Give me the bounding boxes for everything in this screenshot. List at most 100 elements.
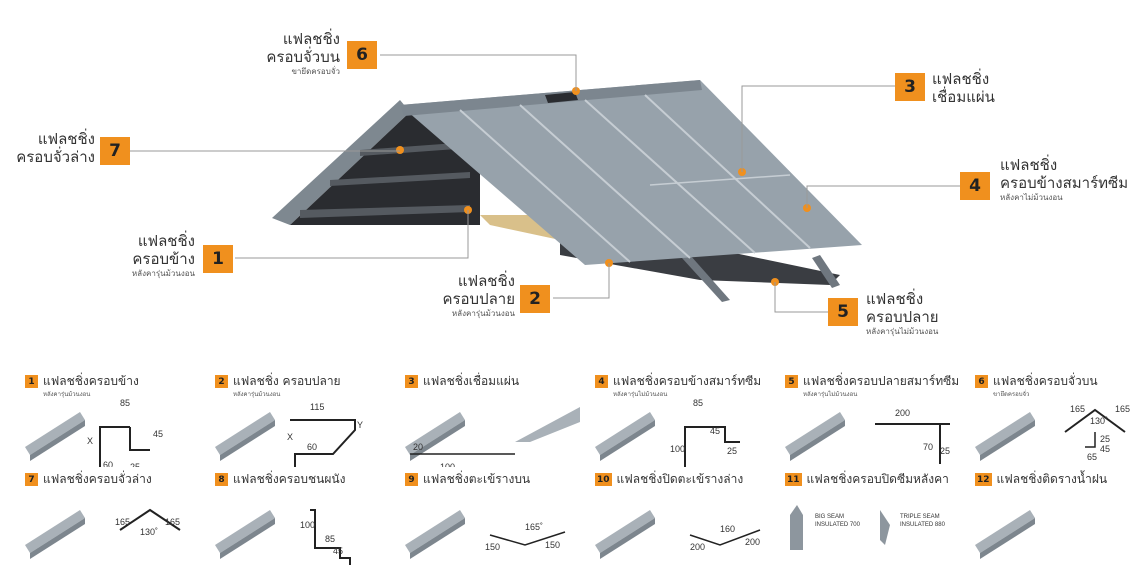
item-number-badge: 10 — [595, 473, 612, 486]
callout-5-text: แฟลชชิ่งครอบปลายหลังคารุ่นไม่ม้วนงอน — [866, 290, 939, 337]
dimension-label: X — [287, 432, 293, 442]
item-number-badge: 12 — [975, 473, 992, 486]
callout-sub: หลังคาไม่ม้วนงอน — [1000, 193, 1063, 202]
catalog-item-5: 5 แฟลชชิ่งครอบปลายสมาร์ทซีมหลังคารุ่นไม่ม… — [785, 372, 975, 467]
item-title: แฟลชชิ่งติดรางน้ำฝน — [996, 472, 1108, 486]
item-heading: 8 แฟลชชิ่งครอบชนผนัง — [215, 470, 405, 489]
dimension-label: 85 — [325, 534, 335, 544]
item-title: แฟลชชิ่งครอบจั่วบน — [993, 374, 1098, 388]
item-subtitle: หลังคารุ่นม้วนงอน — [43, 391, 91, 398]
callout-sub: ขายึดครอบจั่ว — [291, 67, 340, 76]
dimension-label: Y — [357, 420, 363, 430]
catalog-item-12: 12 แฟลชชิ่งติดรางน้ำฝน — [975, 470, 1136, 565]
callout-2-text: แฟลชชิ่งครอบปลายหลังคารุ่นม้วนงอน — [380, 272, 515, 319]
item-number-badge: 4 — [595, 375, 608, 388]
dimension-label: 100 — [670, 444, 685, 454]
callout-4-text: แฟลชชิ่งครอบข้างสมาร์ทซีมหลังคาไม่ม้วนงอ… — [1000, 156, 1128, 203]
item-number-badge: 6 — [975, 375, 988, 388]
item-subtitle: หลังคารุ่นไม่ม้วนงอน — [613, 391, 668, 398]
item-subtitle: หลังคารุ่นไม่ม้วนงอน — [803, 391, 858, 398]
callout-leaders — [130, 54, 960, 313]
callout-line: แฟลชชิ่ง — [932, 70, 990, 88]
item-title: แฟลชชิ่งครอบจั่วล่าง — [43, 472, 152, 486]
dimension-label: 165 — [165, 517, 180, 527]
callout-line: ครอบข้าง — [132, 250, 195, 268]
dimension-label: BIG SEAM — [815, 514, 844, 520]
callout-line: แฟลชชิ่ง — [1000, 156, 1058, 174]
item-profile-drawing: 100854525 — [215, 509, 351, 565]
callout-line: ครอบปลาย — [866, 308, 939, 326]
callout-3-badge: 3 — [895, 73, 925, 101]
callout-line: แฟลชชิ่ง — [37, 130, 95, 148]
dimension-label: 85 — [120, 398, 130, 408]
callout-line: ครอบข้างสมาร์ทซีม — [1000, 174, 1129, 192]
item-heading: 10 แฟลชชิ่งปิดตะเข้รางล่าง — [595, 470, 785, 489]
dimension-label: 25 — [727, 446, 737, 456]
dimension-label: 165 — [1070, 404, 1085, 414]
callout-7-text: แฟลชชิ่งครอบจั่วล่าง — [0, 130, 95, 166]
callout-line: แฟลชชิ่ง — [457, 272, 515, 290]
item-number-badge: 7 — [25, 473, 38, 486]
item-number-badge: 1 — [25, 375, 38, 388]
callout-3-text: แฟลชชิ่งเชื่อมแผ่น — [932, 70, 995, 106]
item-number-badge: 8 — [215, 473, 228, 486]
callout-sub: หลังคารุ่นไม่ม้วนงอน — [866, 327, 939, 336]
callout-6-badge: 6 — [347, 41, 377, 69]
callout-line: แฟลชชิ่ง — [866, 290, 924, 308]
dimension-label: 130˚ — [1090, 416, 1108, 426]
callout-line: ครอบจั่วบน — [266, 48, 340, 66]
callout-line: ครอบจั่วล่าง — [16, 148, 95, 166]
item-profile-drawing: 200 70 25 — [785, 408, 950, 464]
item-profile-drawing: 85 45 25 100 — [595, 398, 740, 467]
dimension-label: 200 — [745, 537, 760, 547]
item-title: แฟลชชิ่งครอบชนผนัง — [233, 472, 346, 486]
dimension-label: 25 — [1100, 434, 1110, 444]
item-title: แฟลชชิ่งครอบปิดซีมหลังคา — [806, 472, 949, 486]
dimension-label: 165 — [1115, 404, 1130, 414]
dimension-label: 70 — [923, 442, 933, 452]
dimension-label: 45 — [710, 426, 720, 436]
dimension-label: INSULATED 880 — [900, 522, 946, 528]
item-heading: 5 แฟลชชิ่งครอบปลายสมาร์ทซีม — [785, 372, 975, 391]
item-number-badge: 5 — [785, 375, 798, 388]
dimension-label: 25 — [130, 462, 140, 467]
item-title: แฟลชชิ่งปิดตะเข้รางล่าง — [616, 472, 744, 486]
dimension-label: 60 — [307, 442, 317, 452]
item-title: แฟลชชิ่งครอบปลายสมาร์ทซีม — [803, 374, 960, 388]
roof-gable-left — [272, 100, 480, 225]
callout-line: แฟลชชิ่ง — [137, 232, 195, 250]
dimension-label: 60 — [103, 460, 113, 467]
dimension-label: 165˚ — [525, 522, 543, 532]
roof-illustration — [130, 54, 960, 313]
dimension-label: 85 — [693, 398, 703, 408]
catalog-item-8: 8 แฟลชชิ่งครอบชนผนัง 100854525 — [215, 470, 405, 565]
callout-line: แฟลชชิ่ง — [282, 30, 340, 48]
item-title: แฟลชชิ่งตะเข้รางบน — [423, 472, 531, 486]
callout-line: ครอบปลาย — [442, 290, 515, 308]
item-title: แฟลชชิ่งเชื่อมแผ่น — [423, 374, 520, 388]
dimension-label: 200 — [895, 408, 910, 418]
item-number-badge: 11 — [785, 473, 802, 486]
roof-main-plane — [400, 80, 862, 265]
item-heading: 6 แฟลชชิ่งครอบจั่วบน — [975, 372, 1136, 391]
dimension-label: 25 — [940, 446, 950, 456]
callout-4-badge: 4 — [960, 172, 990, 200]
callout-1-text: แฟลชชิ่งครอบข้างหลังคารุ่นม้วนงอน — [60, 232, 195, 279]
callout-line: เชื่อมแผ่น — [932, 88, 995, 106]
callout-2-badge: 2 — [520, 285, 550, 313]
dimension-label: 45 — [153, 429, 163, 439]
